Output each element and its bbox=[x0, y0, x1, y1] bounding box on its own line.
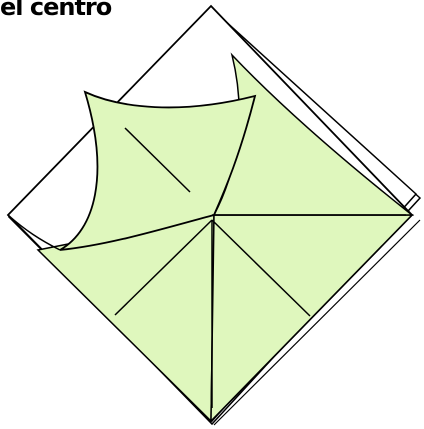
bottom-left-flap bbox=[38, 215, 214, 421]
bottom-right-flap bbox=[211, 215, 412, 421]
